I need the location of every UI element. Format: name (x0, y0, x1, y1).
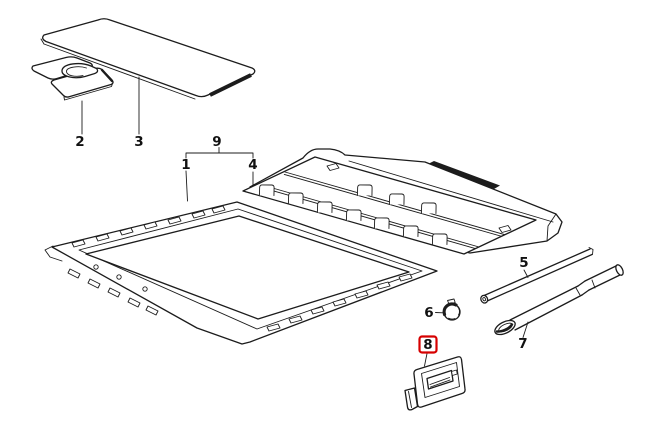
callout-8[interactable]: 8 (423, 337, 432, 353)
grip-strip (428, 161, 500, 189)
part-6-clamp (442, 298, 461, 321)
callout-5[interactable]: 5 (519, 255, 528, 271)
clip-u-cutout (61, 62, 99, 79)
callout-9[interactable]: 9 (212, 134, 221, 150)
panel-dark-edge (209, 73, 252, 97)
part-8-handle (404, 356, 466, 411)
frame-opening (85, 215, 410, 320)
panel-thickness-line (43, 43, 196, 100)
part-1-frame (44, 201, 438, 345)
highlight-box (418, 335, 438, 354)
frame-corner-tab (44, 245, 63, 262)
callout-labels: 2 3 9 1 4 5 6 7 8 (75, 134, 529, 354)
bracket-9 (185, 147, 254, 159)
handle-recess (426, 369, 454, 390)
callout-7[interactable]: 7 (518, 336, 527, 352)
part-4-headliner-panel (242, 156, 537, 255)
callout-4[interactable]: 4 (248, 157, 257, 173)
callout-2[interactable]: 2 (75, 134, 84, 150)
handle-side-flap (404, 387, 419, 411)
part-5-tube (480, 247, 594, 304)
leader-5 (523, 269, 529, 278)
highlighted-callout-8[interactable]: 8 (418, 335, 438, 354)
panel-hole (498, 225, 512, 233)
panel-hole (326, 163, 340, 171)
callout-1[interactable]: 1 (181, 157, 190, 173)
part-3-panel (40, 18, 256, 100)
rear-panel-seam (348, 160, 554, 223)
part-2-clip (31, 56, 114, 101)
leader-7 (522, 321, 529, 338)
frame-holes (93, 264, 148, 292)
callout-3[interactable]: 3 (134, 134, 143, 150)
leader-1 (185, 170, 188, 202)
callout-6[interactable]: 6 (424, 305, 433, 321)
leader-8 (424, 353, 428, 367)
part-7-rod (494, 264, 624, 336)
frame-keyline (78, 208, 423, 330)
leader-lines (81, 76, 529, 367)
